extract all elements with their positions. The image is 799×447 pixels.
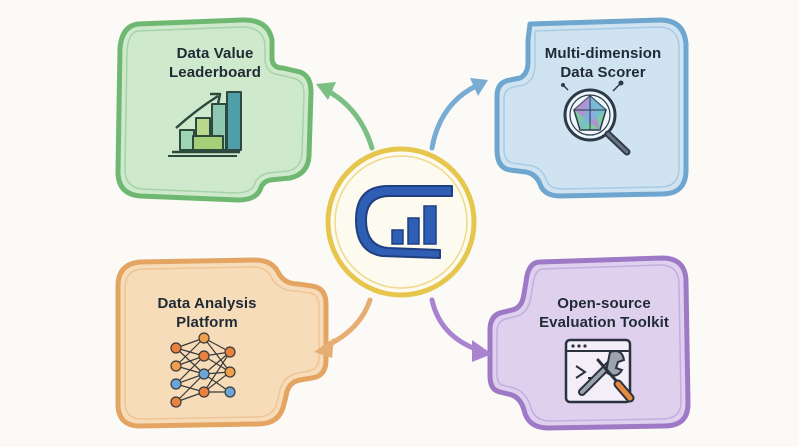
- card-toolkit-inner-border: [496, 264, 682, 422]
- card-platform-title-line-1: Data Analysis: [157, 295, 257, 312]
- arrow-to-leaderboard: [316, 82, 375, 151]
- card-platform-shape: [115, 257, 329, 429]
- hub-ring: [325, 146, 477, 298]
- card-leaderboard[interactable]: [115, 17, 314, 203]
- card-scorer-inner-border: [503, 26, 680, 190]
- card-leaderboard-title-line-2: Leaderboard: [169, 64, 261, 81]
- hub[interactable]: [325, 146, 477, 298]
- arrow-to-scorer: [429, 78, 488, 151]
- wrench-screwdriver-window-icon: [564, 338, 635, 404]
- card-scorer-title-line-1: Multi-dimension: [544, 45, 662, 62]
- card-leaderboard-inner-border: [124, 26, 305, 194]
- card-platform-inner-border: [124, 266, 320, 420]
- card-platform[interactable]: [115, 257, 329, 429]
- magnifier-gem-icon: [561, 80, 631, 156]
- card-scorer-title: Multi-dimension Data Scorer: [528, 44, 678, 82]
- card-scorer-title-line-2: Data Scorer: [560, 64, 646, 81]
- card-platform-title: Data Analysis Platform: [132, 294, 282, 332]
- bar-chart-growth-icon: [168, 91, 242, 157]
- hub-inner-ring: [334, 155, 468, 289]
- card-toolkit-title-line-1: Open-source: [557, 295, 651, 312]
- logo-chart-icon: [355, 185, 453, 259]
- card-platform-title-line-2: Platform: [176, 314, 238, 331]
- neural-network-icon: [170, 332, 236, 408]
- card-toolkit-title: Open-source Evaluation Toolkit: [524, 294, 684, 332]
- arrow-to-toolkit: [429, 297, 492, 362]
- card-toolkit[interactable]: [487, 255, 691, 431]
- card-toolkit-title-line-2: Evaluation Toolkit: [539, 314, 669, 331]
- card-leaderboard-title: Data Value Leaderboard: [140, 44, 290, 82]
- card-scorer[interactable]: [494, 17, 689, 199]
- arrow-to-platform: [314, 297, 373, 358]
- card-leaderboard-title-line-1: Data Value: [176, 45, 254, 62]
